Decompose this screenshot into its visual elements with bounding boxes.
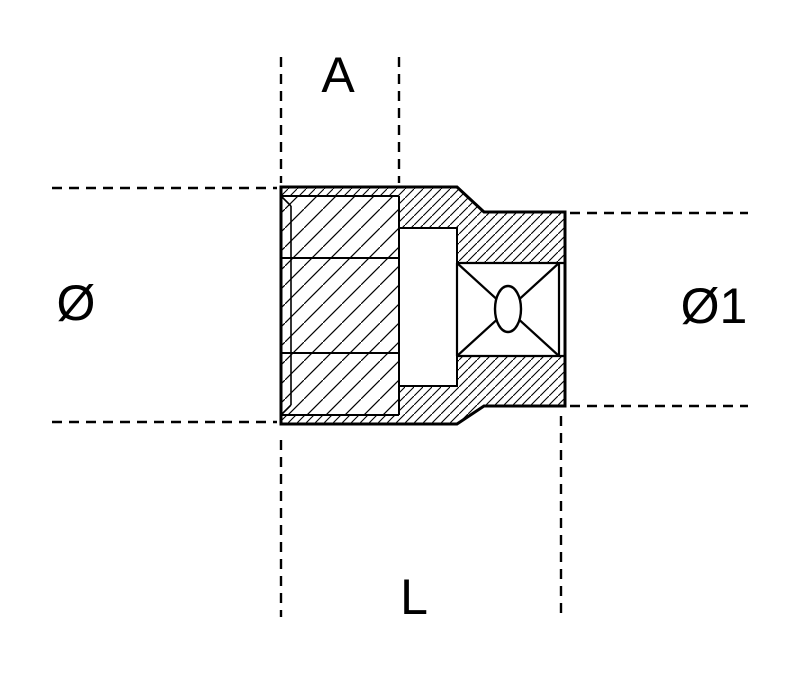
hex-socket-cavity: [280, 195, 400, 416]
dimension-label-length: L: [400, 569, 428, 625]
drive-square-hole: [455, 261, 565, 358]
dimension-lines-group: [52, 57, 748, 617]
dimension-label-diameter: Ø: [56, 275, 96, 331]
socket-body: [279, 185, 567, 426]
dimension-label-diameter1: Ø1: [680, 278, 748, 334]
dimension-label-a: A: [321, 47, 355, 103]
pin-hole-ellipse: [493, 284, 523, 334]
hex-opening-chamfer: [280, 195, 292, 416]
socket-outer-outline: [279, 185, 567, 426]
middle-cavity: [398, 227, 458, 387]
